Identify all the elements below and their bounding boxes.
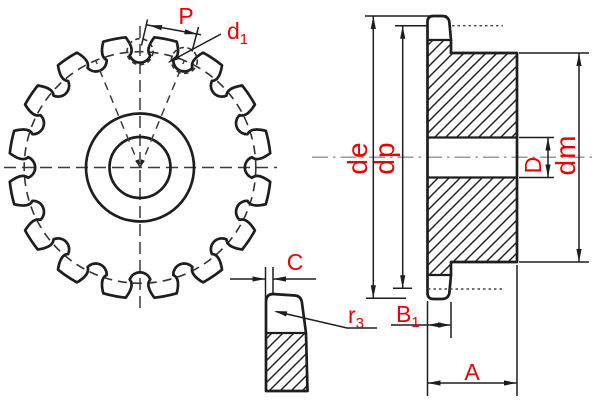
tooth-profile-detail: C r3 [230,249,377,393]
arrowhead [427,380,441,386]
center-arrowhead-right [140,159,145,168]
arrowhead [438,322,451,328]
dimension-pitch: P [140,3,202,52]
arrowhead [545,164,551,178]
label-chamfer: C [287,249,304,275]
arrowhead [370,16,376,29]
arrowhead [370,285,376,299]
radial-line-left [95,60,141,168]
dimension-hub-total-width: A [426,265,518,396]
gear-teeth-outline [8,35,272,300]
arrowhead [576,249,582,262]
dimension-tip-radius: r3 [274,302,377,332]
arrowhead [427,322,441,328]
label-pitch: P [178,3,193,29]
radial-line-right [139,60,185,168]
label-roller-diameter: d1 [227,18,248,48]
extension-line [140,19,149,46]
extension-line [191,26,200,52]
arrowhead [576,53,582,66]
section-hatch-lower [427,177,517,275]
bore-circle [108,135,172,200]
arrowhead [149,25,163,31]
section-hatch-upper [427,40,517,138]
dimension-tooth-width: B1 [391,301,452,338]
arrowhead [273,276,286,282]
pitch-circle [23,50,257,285]
dimension-chamfer: C [230,249,316,300]
sprocket-front-view: P d1 [4,3,277,312]
dimension-outside-diameter: de [342,15,447,300]
center-arrowhead-left [135,159,140,168]
arrowhead [545,137,551,151]
dimension-hub-diameter: dm [519,52,589,263]
dimension-pitch-diameter: dp [369,24,428,290]
dimension-roller-diameter: d1 [167,18,248,63]
label-tooth-width: B1 [396,301,420,331]
leader-line [275,310,377,329]
arrowhead [274,311,288,317]
tooth-hatch [266,333,308,391]
roller-circle-top [126,37,154,66]
dimension-bore-diameter: D [519,136,554,179]
label-hub-diameter: dm [550,135,581,176]
label-pitch-diameter: dp [369,141,400,174]
label-outside-diameter: de [342,141,373,174]
arrowhead [504,380,517,386]
arrowhead [252,276,266,282]
arrowhead [184,29,198,35]
sprocket-section-view: de dp dm D [312,14,592,396]
arrowhead [400,275,406,289]
hub-circle [84,112,196,223]
arrowhead [400,25,406,39]
tooth-outline [264,292,309,393]
label-bore-diameter: D [520,157,546,174]
label-hub-total-width: A [464,359,480,385]
label-tip-radius: r3 [348,302,364,332]
arrowhead [167,54,181,63]
